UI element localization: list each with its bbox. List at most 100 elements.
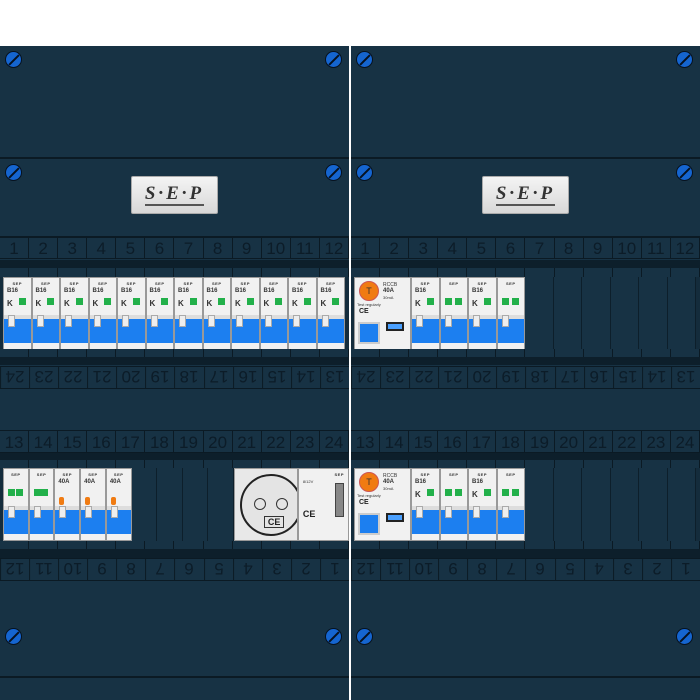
toggle-lever[interactable]	[106, 506, 131, 534]
status-indicator-icon	[444, 489, 452, 496]
toggle-lever[interactable]	[118, 315, 145, 343]
toggle-lever[interactable]	[32, 315, 59, 343]
test-button-icon[interactable]	[59, 497, 65, 505]
test-button[interactable]: T	[359, 281, 379, 301]
screw-icon[interactable]	[325, 51, 342, 68]
screw-icon[interactable]	[325, 628, 342, 645]
screw-icon[interactable]	[325, 164, 342, 181]
rcd-name: RCCB	[383, 473, 398, 479]
brand-label: SEP	[62, 472, 73, 477]
toggle-lever[interactable]	[203, 315, 230, 343]
rating-label: B16	[292, 288, 304, 294]
screw-icon[interactable]	[5, 51, 22, 68]
toggle-lever[interactable]	[55, 506, 80, 534]
toggle-lever[interactable]	[440, 506, 467, 534]
test-button[interactable]: T	[359, 472, 379, 492]
brand-logo: S·E·P	[131, 176, 218, 214]
toggle-lever[interactable]	[412, 506, 439, 534]
reset-switch[interactable]	[386, 513, 404, 522]
rating-label: B16	[415, 479, 427, 485]
transformer-switch[interactable]	[335, 483, 345, 517]
slot-number: 6	[145, 237, 175, 258]
toggle-lever[interactable]	[358, 322, 380, 344]
toggle-lever[interactable]	[81, 506, 105, 534]
strip-segment	[0, 541, 30, 550]
toggle-lever[interactable]	[469, 315, 496, 343]
strip-segment	[554, 460, 584, 469]
socket-module[interactable]: CE	[233, 468, 298, 541]
test-button-icon[interactable]	[110, 497, 116, 505]
screw-icon[interactable]	[356, 628, 373, 645]
brand-label: SEP	[40, 281, 51, 286]
schuko-socket[interactable]: CE	[239, 474, 297, 536]
main-module[interactable]: SEP	[3, 468, 29, 541]
reset-switch[interactable]	[386, 322, 404, 331]
toggle-lever[interactable]	[4, 506, 28, 534]
strip-segment	[438, 541, 468, 550]
toggle-lever[interactable]	[61, 315, 88, 343]
screw-icon[interactable]	[5, 164, 22, 181]
toggle-lever[interactable]	[29, 506, 54, 534]
aux-module[interactable]: SEP	[28, 468, 55, 541]
toggle-lever[interactable]	[317, 315, 344, 343]
toggle-lever[interactable]	[4, 315, 31, 343]
aux-module[interactable]: SEP	[439, 468, 468, 541]
strip-segment	[612, 460, 642, 469]
toggle-lever[interactable]	[497, 315, 524, 343]
strip-segment	[467, 349, 497, 358]
rcd-rating: 40A	[383, 288, 395, 294]
toggle-lever[interactable]	[289, 315, 316, 343]
aux-module[interactable]: SEP	[439, 277, 468, 350]
status-indicator-icon	[303, 298, 311, 305]
toggle-lever[interactable]	[232, 315, 259, 343]
toggle-lever[interactable]	[440, 315, 467, 343]
toggle-lever[interactable]	[175, 315, 202, 343]
toggle-lever[interactable]	[469, 506, 496, 534]
test-button-icon[interactable]	[85, 497, 91, 505]
slot-number: 12	[671, 237, 700, 258]
toggle-lever[interactable]	[412, 315, 439, 343]
brand-label: SEP	[154, 281, 165, 286]
slot-number: 22	[613, 431, 642, 452]
screw-icon[interactable]	[676, 51, 693, 68]
strip-segment	[351, 268, 381, 277]
strip-segment	[380, 460, 410, 469]
screw-icon[interactable]	[5, 628, 22, 645]
screw-icon[interactable]	[676, 164, 693, 181]
aux-module[interactable]: SEP	[496, 277, 525, 350]
screw-icon[interactable]	[356, 164, 373, 181]
dark-band	[0, 549, 349, 558]
toggle-lever[interactable]	[497, 506, 524, 534]
toggle-lever[interactable]	[146, 315, 173, 343]
toggle-lever[interactable]	[358, 513, 380, 535]
screw-icon[interactable]	[676, 628, 693, 645]
screw-icon[interactable]	[356, 51, 373, 68]
toggle-lever[interactable]	[260, 315, 287, 343]
toggle-lever[interactable]	[89, 315, 116, 343]
status-indicator-icon	[161, 298, 168, 305]
aux-module[interactable]: SEP	[496, 468, 525, 541]
